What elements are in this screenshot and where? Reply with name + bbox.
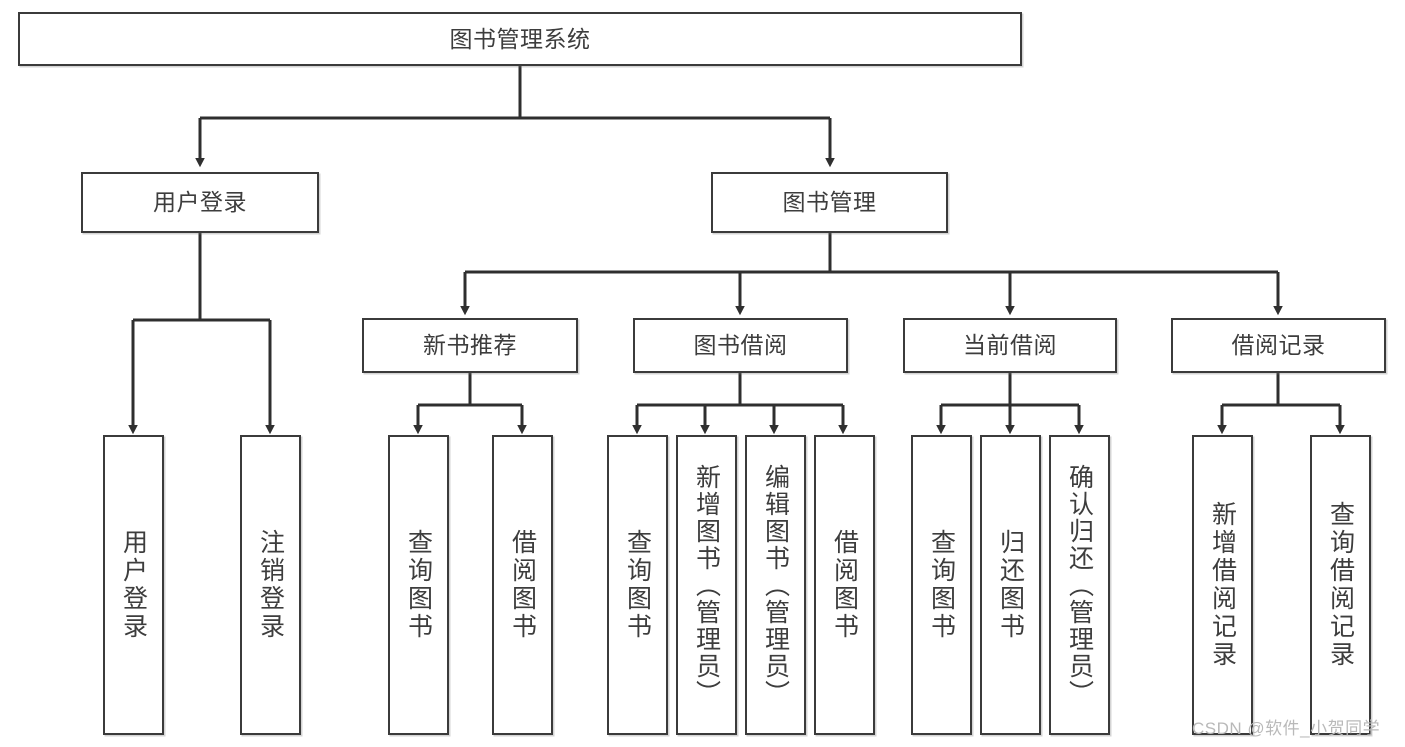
leaf-recommend-query-book[interactable]: 查询图书: [388, 435, 449, 735]
node-label: 编辑图书（管理员）: [761, 463, 790, 707]
node-label: 注销登录: [256, 529, 285, 641]
leaf-current-confirm-return-admin[interactable]: 确认归还（管理员）: [1049, 435, 1110, 735]
node-label: 新增图书（管理员）: [692, 463, 721, 707]
node-label: 当前借阅: [963, 332, 1057, 359]
leaf-user-login-signin[interactable]: 用户登录: [103, 435, 164, 735]
node-label: 图书管理: [782, 189, 877, 216]
node-label: 确认归还（管理员）: [1065, 463, 1094, 707]
leaf-current-return-book[interactable]: 归还图书: [980, 435, 1041, 735]
node-label: 新书推荐: [423, 332, 517, 359]
node-label: 图书管理系统: [449, 25, 591, 52]
node-label: 新增借阅记录: [1208, 501, 1237, 669]
node-label: 图书借阅: [693, 332, 788, 359]
watermark: CSDN @软件_小贺同学: [1192, 719, 1381, 738]
leaf-recommend-borrow-book[interactable]: 借阅图书: [492, 435, 553, 735]
leaf-borrow-borrow-book[interactable]: 借阅图书: [814, 435, 875, 735]
leaf-record-add-record[interactable]: 新增借阅记录: [1192, 435, 1253, 735]
node-label: 用户登录: [153, 189, 247, 216]
leaf-borrow-query-book[interactable]: 查询图书: [607, 435, 668, 735]
node-label: 用户登录: [119, 529, 148, 641]
leaf-borrow-add-book-admin[interactable]: 新增图书（管理员）: [676, 435, 737, 735]
node-root-system[interactable]: 图书管理系统: [18, 12, 1022, 66]
node-book-borrow[interactable]: 图书借阅: [633, 318, 848, 373]
node-label: 查询借阅记录: [1326, 501, 1355, 669]
leaf-borrow-edit-book-admin[interactable]: 编辑图书（管理员）: [745, 435, 806, 735]
node-label: 借阅记录: [1231, 332, 1326, 359]
node-label: 归还图书: [996, 529, 1025, 641]
leaf-current-query-book[interactable]: 查询图书: [911, 435, 972, 735]
node-label: 查询图书: [404, 529, 433, 641]
node-label: 查询图书: [927, 529, 956, 641]
leaf-user-login-signout[interactable]: 注销登录: [240, 435, 301, 735]
node-current-borrow[interactable]: 当前借阅: [903, 318, 1117, 373]
node-user-login[interactable]: 用户登录: [81, 172, 319, 233]
node-new-book-recommend[interactable]: 新书推荐: [362, 318, 578, 373]
node-label: 查询图书: [623, 529, 652, 641]
leaf-record-query-record[interactable]: 查询借阅记录: [1310, 435, 1371, 735]
node-book-management[interactable]: 图书管理: [711, 172, 948, 233]
node-label: 借阅图书: [830, 529, 859, 641]
node-borrow-record[interactable]: 借阅记录: [1171, 318, 1386, 373]
node-label: 借阅图书: [508, 529, 537, 641]
